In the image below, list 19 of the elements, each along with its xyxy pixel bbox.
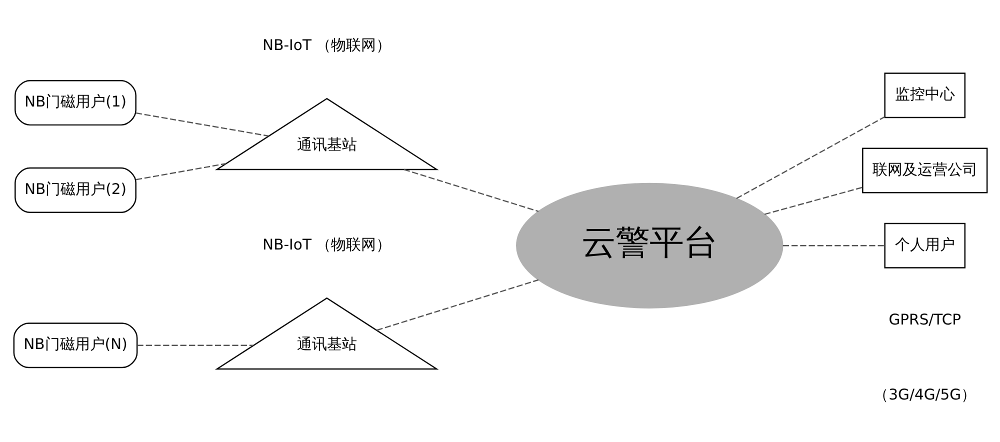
node-box: 个人用户 bbox=[884, 222, 966, 268]
node-box: NB门磁用户(1) bbox=[14, 80, 136, 126]
node-ellipse: 云警平台 bbox=[516, 182, 783, 308]
connector bbox=[764, 186, 862, 215]
label: NB-IoT （物联网） bbox=[262, 36, 391, 54]
node-box: NB门磁用户(2) bbox=[14, 167, 136, 213]
label: GPRS/TCP bbox=[888, 312, 961, 329]
connector bbox=[403, 168, 538, 212]
connector bbox=[135, 112, 268, 137]
connector bbox=[136, 344, 253, 346]
node-box: 监控中心 bbox=[884, 72, 966, 118]
label: （3G/4G/5G） bbox=[873, 386, 976, 404]
connector bbox=[135, 163, 226, 180]
connector bbox=[376, 279, 538, 331]
node-box: NB门磁用户(N) bbox=[12, 322, 138, 368]
label: NB-IoT （物联网） bbox=[262, 236, 391, 254]
node-box: 联网及运营公司 bbox=[862, 148, 988, 194]
connector bbox=[782, 245, 884, 246]
connector bbox=[736, 116, 885, 200]
